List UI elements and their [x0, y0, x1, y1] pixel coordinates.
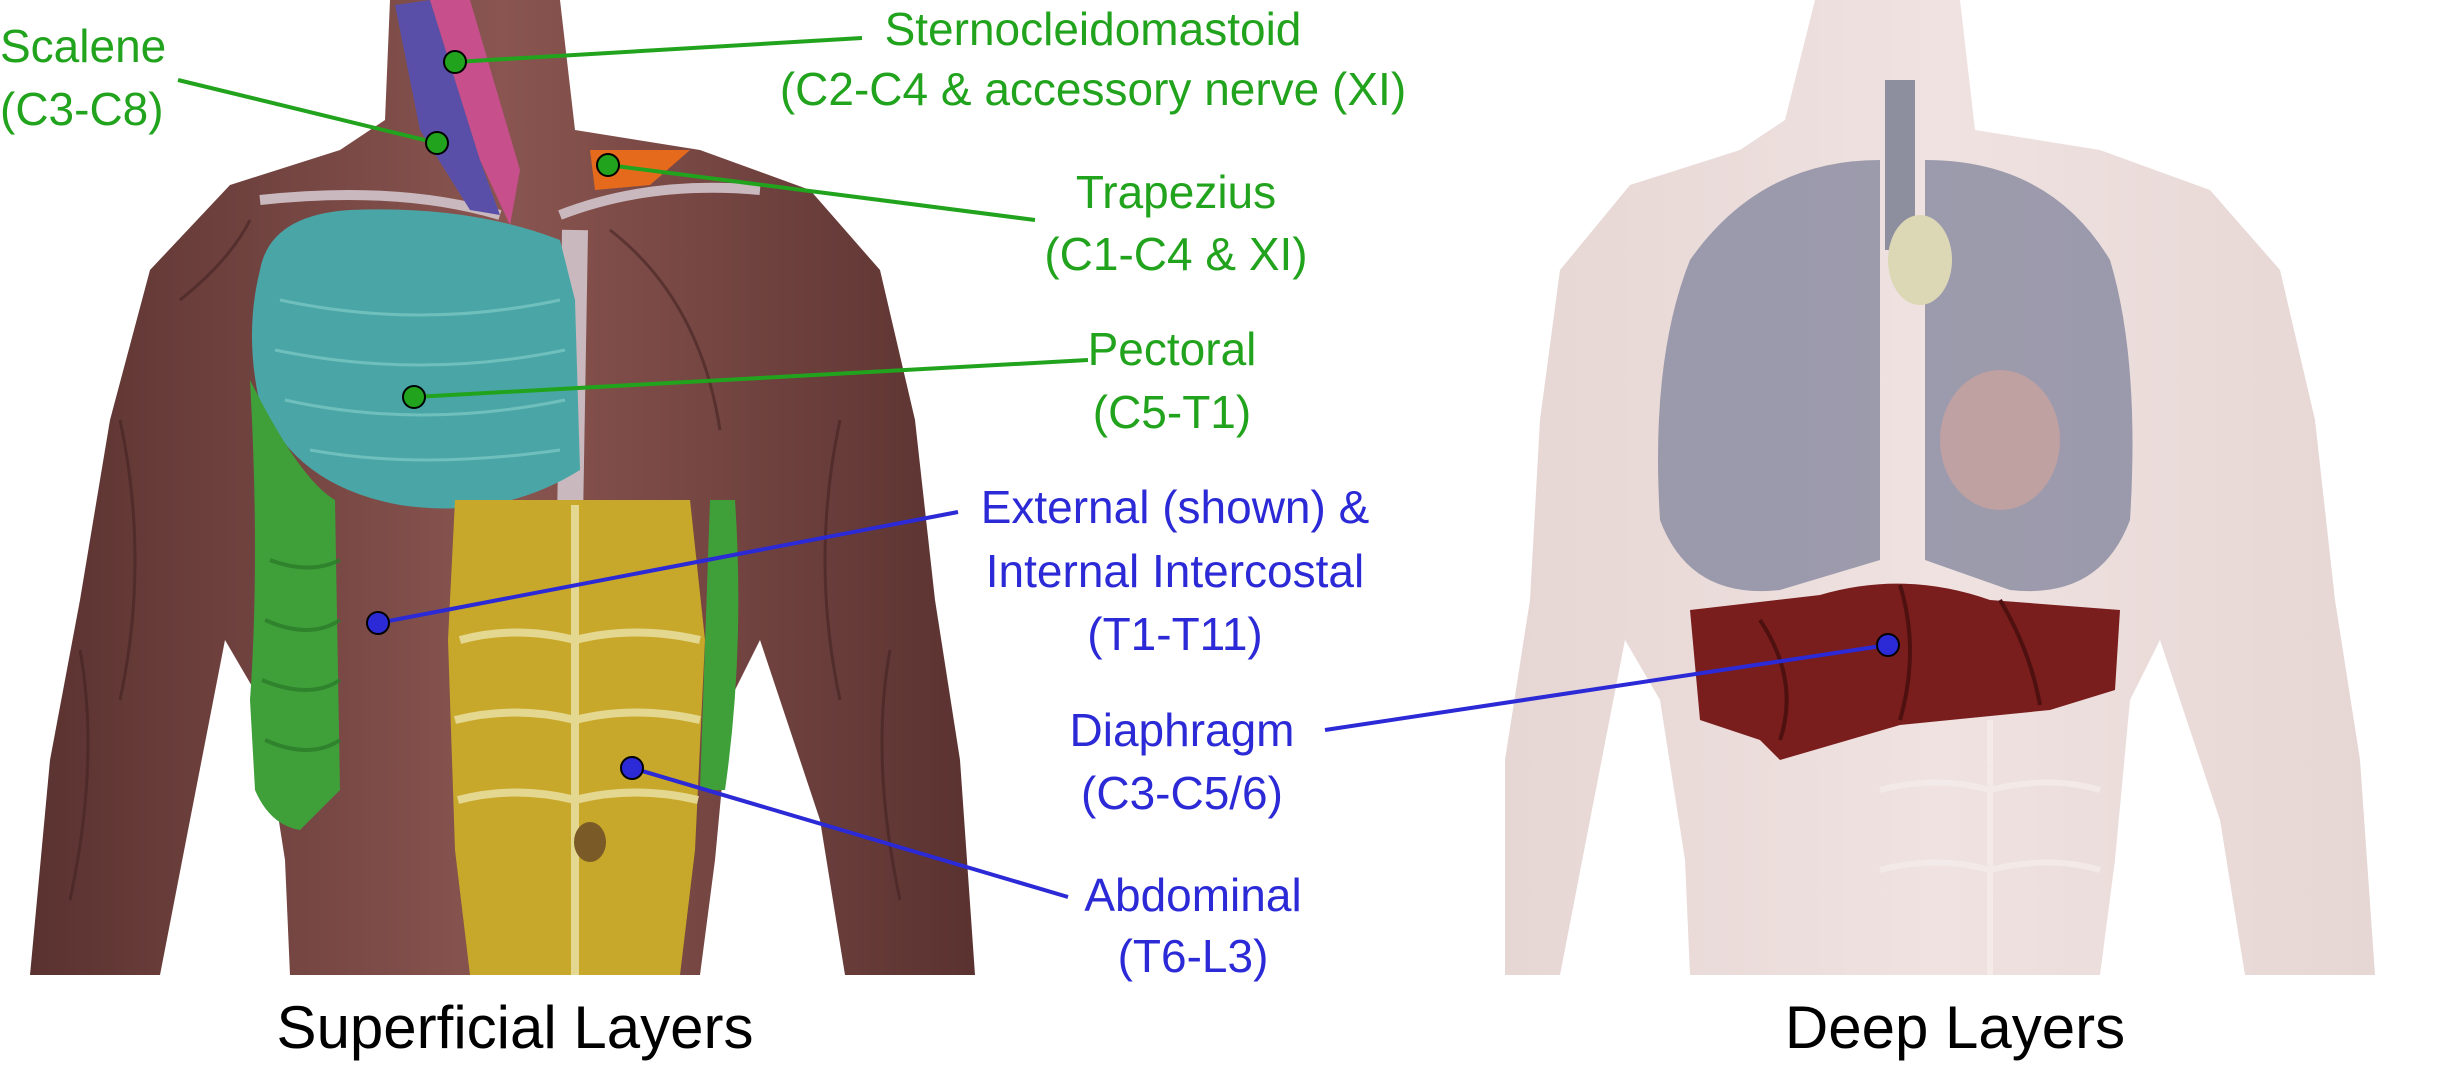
pectoral-label: Pectoral — [1088, 323, 1257, 375]
abdominal-label: Abdominal — [1084, 869, 1301, 921]
trapezius-marker — [596, 153, 620, 177]
intercostal-label-line1: External (shown) & — [981, 481, 1370, 533]
abdominal-nerves: (T6-L3) — [1118, 930, 1269, 982]
diaphragm-texture — [1758, 584, 2042, 741]
pectoral-marker — [402, 385, 426, 409]
trapezius-leader — [607, 163, 1036, 222]
left-muscle-texture — [68, 219, 902, 901]
leader-lines — [177, 36, 1900, 899]
thymus — [1888, 215, 1952, 305]
navel — [574, 822, 606, 862]
heart — [1940, 370, 2060, 510]
intercostal-leader — [377, 510, 959, 625]
pectoral-nerves: (C5-T1) — [1093, 386, 1251, 438]
diaphragm-marker — [1876, 633, 1900, 657]
intercostal-nerves: (T1-T11) — [1087, 608, 1263, 660]
scalene-nerves: (C3-C8) — [0, 83, 164, 135]
trapezius-nerves: (C1-C4 & XI) — [1044, 228, 1307, 280]
diaphragm-label: Diaphragm — [1070, 704, 1295, 756]
deep-layers-caption: Deep Layers — [1785, 994, 2125, 1061]
intercostal-texture — [261, 558, 342, 752]
left-lung — [1658, 160, 1880, 592]
diaphragm-muscle — [1690, 583, 2120, 760]
intercostal-muscle-right — [700, 500, 739, 790]
scalene-label: Scalene — [0, 20, 166, 72]
sternocleidomastoid-marker — [443, 50, 467, 74]
diaphragm-nerves: (C3-C5/6) — [1081, 767, 1283, 819]
sternocleidomastoid-nerves: (C2-C4 & accessory nerve (XI) — [780, 63, 1406, 115]
intercostal-label-line2: Internal Intercostal — [986, 545, 1364, 597]
scalene-marker — [425, 131, 449, 155]
abdominal-leader — [631, 766, 1069, 899]
pectoral-leader — [413, 358, 1089, 399]
deep-layers-illustration — [1505, 0, 2375, 975]
intercostal-marker — [366, 611, 390, 635]
abdominal-marker — [620, 756, 644, 780]
superficial-layers-caption: Superficial Layers — [277, 994, 754, 1061]
trapezius-label: Trapezius — [1076, 166, 1276, 218]
diaphragm-leader — [1324, 643, 1889, 732]
right-abdominal-outline — [1879, 720, 2101, 975]
pectoral-muscle — [251, 209, 580, 509]
pectoral-texture — [274, 298, 566, 462]
sternocleidomastoid-leader — [454, 36, 863, 64]
right-clavicle — [558, 182, 761, 220]
sternocleidomastoid-label: Sternocleidomastoid — [885, 3, 1302, 55]
intercostal-muscle-left — [250, 380, 340, 830]
scalene-muscle — [395, 0, 500, 215]
scalene-leader — [177, 78, 438, 145]
